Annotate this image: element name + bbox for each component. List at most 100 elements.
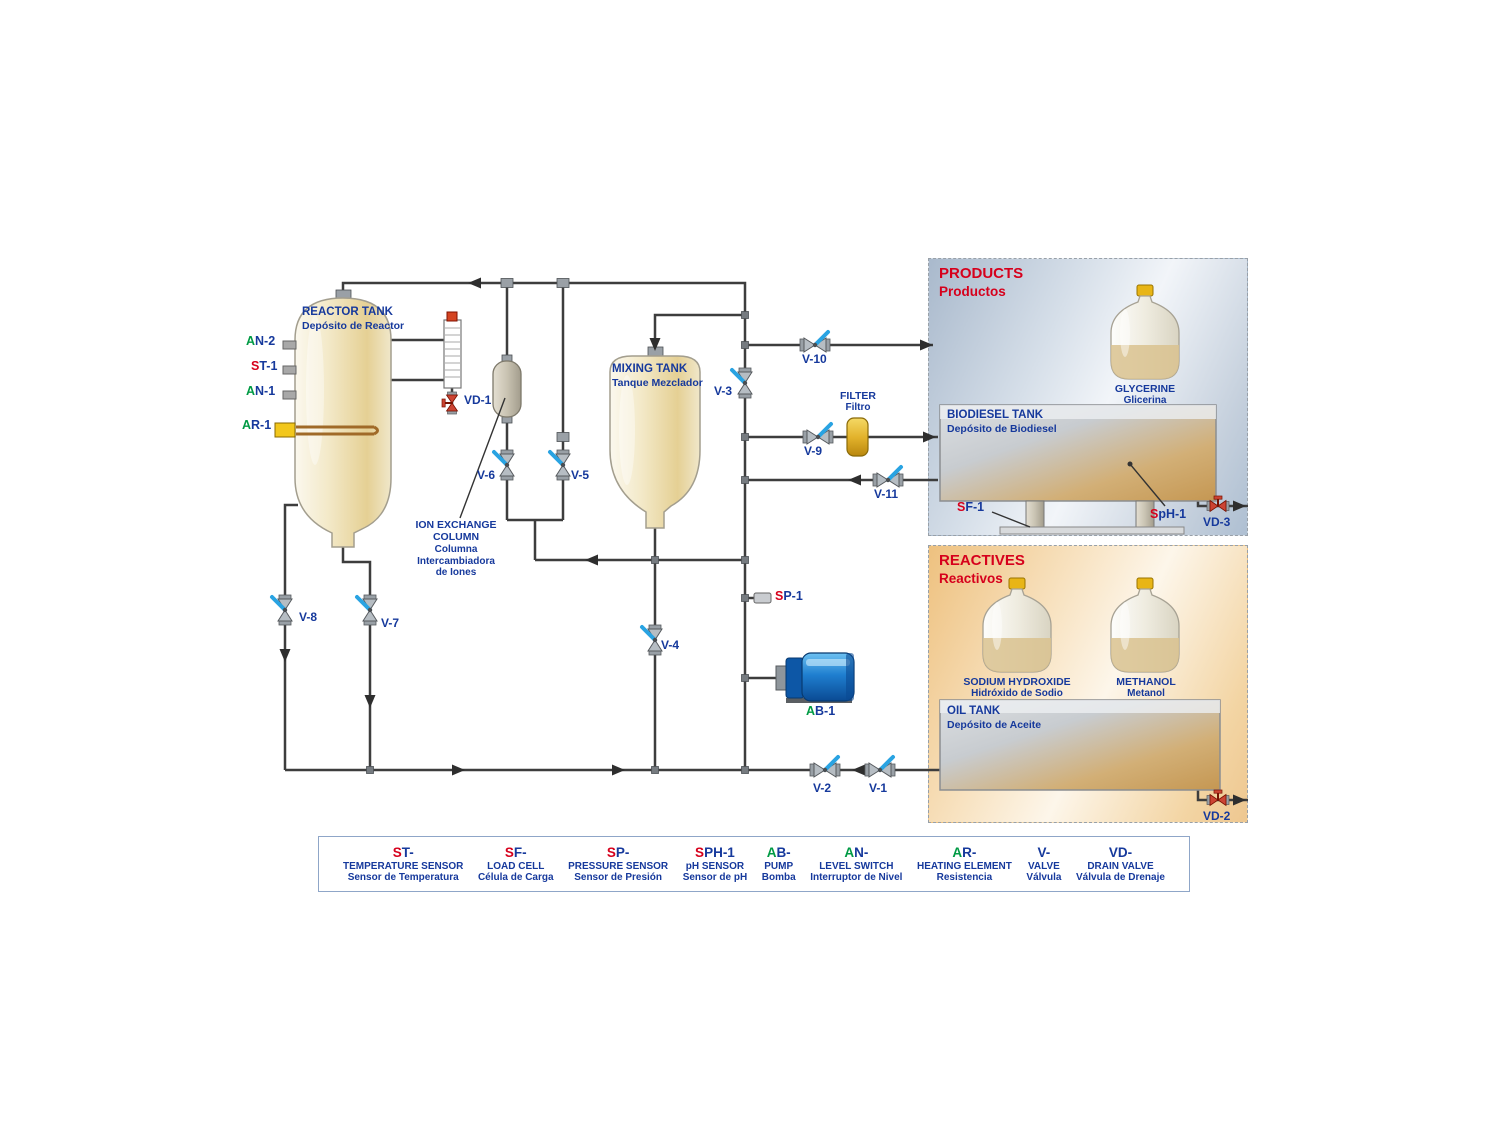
legend-tag-prefix: A (952, 845, 963, 860)
oil-tank-label: OIL TANK Depósito de Aceite (947, 705, 1041, 731)
reactives-subtitle: Reactivos (939, 570, 1003, 586)
legend-tag-prefix: S (504, 845, 514, 860)
ion-exchange-column (459, 360, 522, 519)
tag-prefix: A (806, 704, 816, 718)
glycerine-name: GLYCERINE (1114, 383, 1176, 395)
valve-v10 (798, 330, 832, 354)
legend-es: Sensor de Temperatura (347, 872, 459, 883)
legend-es: Sensor de Presión (574, 872, 663, 883)
load-cell-stand-leg (1025, 500, 1045, 528)
products-title: PRODUCTS (939, 265, 1024, 282)
methanol-label: METHANOL Metanol (1086, 676, 1206, 700)
level-switch-an2-tag: AN-2 (246, 334, 275, 349)
biodiesel-tank (939, 404, 1217, 535)
valve-v6 (492, 448, 516, 482)
column-label-line: de Iones (435, 567, 477, 579)
sf1-leader-line (991, 511, 1031, 528)
column-label-line: Intercambiadora (417, 555, 495, 567)
ion-exchange-column-label: ION EXCHANGE COLUMN Columna Intercambiad… (398, 519, 514, 579)
mixing-tank-name-es: Tanque Mezclador (612, 376, 703, 389)
heating-element-ar1-tag: AR-1 (242, 418, 271, 433)
legend-tag-prefix: A (766, 845, 777, 860)
legend-tag-rest: F- (513, 845, 527, 860)
valve-v5-label: V-5 (571, 468, 590, 482)
legend-es: Sensor de pH (682, 872, 748, 883)
tag-prefix: A (242, 418, 252, 432)
oil-tank (939, 699, 1221, 791)
load-cell-base (999, 526, 1185, 535)
valve-v11 (871, 465, 905, 489)
filter-name: FILTER (840, 390, 876, 402)
load-cell-sf1-tag: SF-1 (957, 500, 984, 515)
legend-tag-prefix: S (695, 845, 705, 860)
legend-es: Resistencia (936, 872, 993, 883)
biodiesel-tank-name: BIODIESEL TANK (947, 409, 1044, 421)
legend-item-sf: SF- LOAD CELL Célula de Carga (478, 845, 554, 883)
legend-en: DRAIN VALVE (1087, 861, 1154, 872)
temperature-sensor-st1-probe (282, 365, 297, 375)
level-switch-an1-probe (282, 390, 297, 400)
legend-item-ab: AB- PUMP Bomba (762, 845, 796, 883)
oil-tank-name: OIL TANK (947, 705, 1001, 717)
tag-rest: pH-1 (1158, 507, 1187, 521)
valve-v5 (548, 448, 572, 482)
tag-rest: R-1 (251, 418, 272, 432)
legend-en: PRESSURE SENSOR (568, 861, 669, 872)
legend-tag-rest: P- (615, 845, 630, 860)
reactor-tank-label: REACTOR TANK Depósito de Reactor (302, 306, 404, 332)
legend-en: HEATING ELEMENT (917, 861, 1012, 872)
glycerine-name-es: Glicerina (1123, 395, 1167, 407)
pump-ab1-tag: AB-1 (806, 704, 835, 719)
legend-item-an: AN- LEVEL SWITCH Interruptor de Nivel (810, 845, 902, 883)
legend-item-sp: SP- PRESSURE SENSOR Sensor de Presión (568, 845, 668, 883)
column-label-line: ION EXCHANGE (415, 519, 497, 531)
tag-prefix: S (251, 359, 260, 373)
methanol-name: METHANOL (1116, 676, 1176, 688)
valve-v8 (270, 593, 294, 627)
filter-name-es: Filtro (845, 402, 871, 414)
products-panel-title: PRODUCTS Productos (939, 265, 1023, 301)
legend-tag-rest: PH-1 (704, 845, 735, 860)
legend-tag-prefix: S (392, 845, 402, 860)
valve-v2-label: V-2 (813, 781, 832, 795)
valve-v7-label: V-7 (381, 616, 400, 630)
gauge-cap (446, 311, 458, 322)
tag-prefix: S (775, 589, 784, 603)
tag-rest: T-1 (259, 359, 278, 373)
ph-sensor-sph1-tag: SpH-1 (1150, 507, 1186, 522)
drain-valve-vd2 (1206, 789, 1230, 807)
heating-element-ar1 (274, 422, 379, 438)
reactor-tank (274, 297, 392, 548)
sodium-hydroxide-label: SODIUM HYDROXIDE Hidróxido de Sodio (932, 676, 1102, 700)
legend-tag-prefix: A (844, 845, 855, 860)
tag-rest: B-1 (815, 704, 836, 718)
sodium-hydroxide-bottle (982, 577, 1052, 673)
legend-tag-rest: T- (401, 845, 414, 860)
legend: ST- TEMPERATURE SENSOR Sensor de Tempera… (318, 836, 1190, 892)
reactor-tank-name: REACTOR TANK (302, 306, 393, 318)
sph1-probe-point (1127, 461, 1133, 467)
legend-en: LEVEL SWITCH (819, 861, 894, 872)
legend-item-sph: SPH-1 pH SENSOR Sensor de pH (683, 845, 747, 883)
legend-en: pH SENSOR (685, 861, 745, 872)
methanol-bottle (1110, 577, 1180, 673)
tag-prefix: A (246, 384, 256, 398)
valve-v3 (730, 366, 754, 400)
legend-item-v: V- VALVE Válvula (1026, 845, 1061, 883)
legend-en: TEMPERATURE SENSOR (343, 861, 464, 872)
reactor-tank-name-es: Depósito de Reactor (302, 319, 405, 332)
mixing-tank-name: MIXING TANK (612, 363, 688, 375)
legend-es: Interruptor de Nivel (810, 872, 903, 883)
legend-tag-prefix: S (606, 845, 616, 860)
filter-body (846, 417, 869, 457)
valve-v10-label: V-10 (802, 352, 827, 366)
mixing-tank-label: MIXING TANK Tanque Mezclador (612, 363, 703, 389)
legend-tag-rest: B- (776, 845, 791, 860)
tag-rest: N-1 (255, 384, 276, 398)
legend-item-ar: AR- HEATING ELEMENT Resistencia (917, 845, 1012, 883)
mixing-tank (609, 355, 701, 529)
tag-prefix: A (246, 334, 256, 348)
column-leader-line (459, 397, 506, 519)
tag-prefix: S (1150, 507, 1159, 521)
